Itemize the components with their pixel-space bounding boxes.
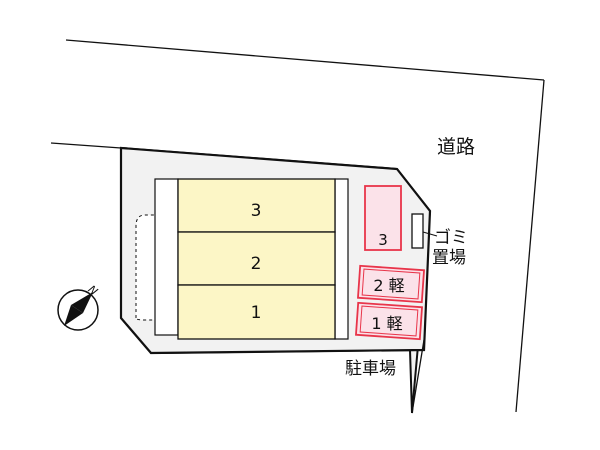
road-boundary-line — [65, 39, 545, 81]
road-boundary-line — [50, 142, 122, 149]
north-compass: N — [57, 283, 100, 331]
garbage-station[interactable] — [411, 213, 424, 249]
parking-label-2: 2 軽 — [373, 276, 404, 295]
building-stair-left — [154, 178, 179, 336]
unit-2[interactable] — [177, 231, 336, 286]
parking-space-1[interactable] — [355, 301, 423, 341]
unit-3[interactable] — [177, 178, 336, 233]
unit-label-1: 1 — [251, 303, 262, 323]
dashed-storage-area — [135, 214, 157, 321]
compass-needle-icon — [71, 292, 93, 313]
parking-space-3[interactable] — [364, 185, 402, 251]
building: 3 2 1 — [154, 178, 349, 340]
parking-space-2-inner — [361, 268, 421, 300]
unit-label-2: 2 — [251, 254, 262, 274]
parking-space-2[interactable] — [357, 264, 425, 304]
parking-area-label: 駐車場 — [345, 359, 396, 379]
garbage-label-line2: 置場 — [432, 248, 466, 268]
road-label: 道路 — [437, 136, 475, 158]
lot-edge-line — [411, 339, 425, 414]
unit-label-3: 3 — [251, 201, 262, 221]
building-stair-right — [334, 178, 349, 340]
compass-needle-tail-icon — [64, 305, 83, 326]
road-boundary-line — [515, 79, 545, 413]
unit-1[interactable] — [177, 284, 336, 340]
parking-label-1: 1 軽 — [371, 314, 402, 333]
parking-label-3: 3 — [378, 231, 388, 249]
parking-space-1-inner — [359, 305, 419, 337]
garbage-leader-line — [422, 231, 438, 237]
garbage-label-line1: ゴミ — [434, 227, 468, 248]
